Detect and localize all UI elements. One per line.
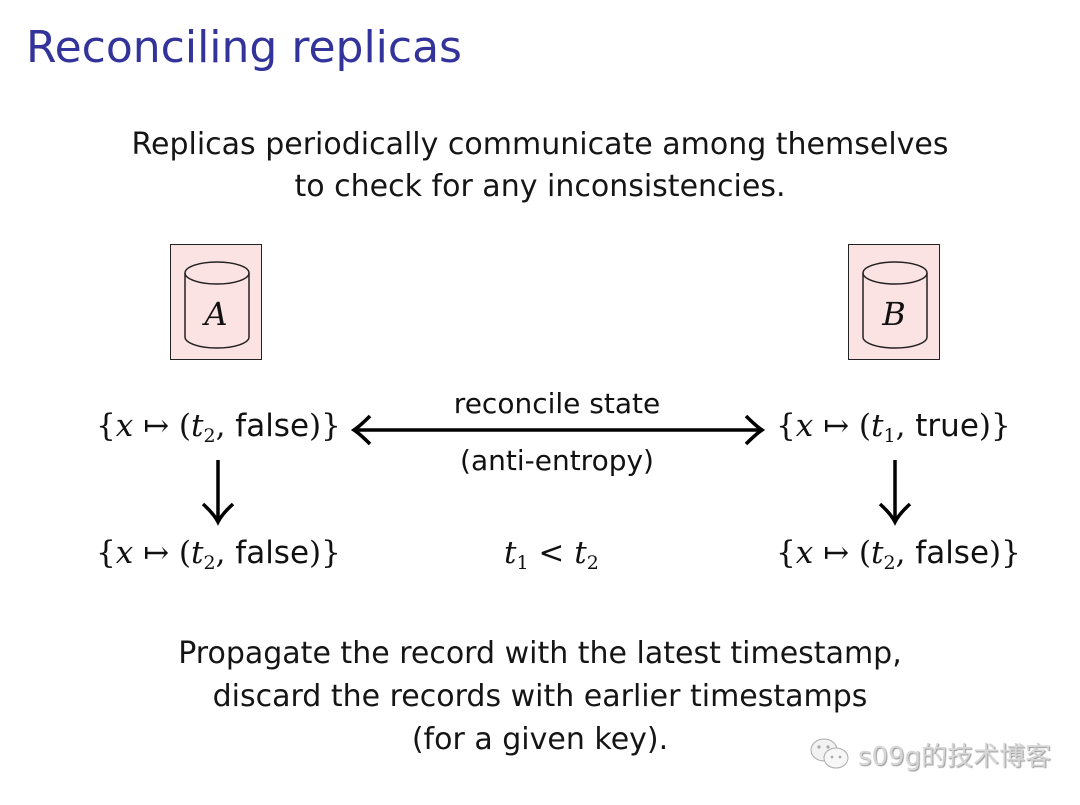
outro-line-2: discard the records with earlier timesta… [212,679,868,714]
wechat-icon [810,738,849,769]
outro-line-1: Propagate the record with the latest tim… [178,636,902,671]
state-a-after: {x ↦ (t2, false)} [96,535,341,574]
replica-b-label: B [882,295,906,333]
state-a-before: {x ↦ (t2, false)} [96,408,341,447]
state-b-before: {x ↦ (t1, true)} [776,408,1011,447]
watermark-text: s09g的技术博客 [858,741,1052,772]
replica-b-database: B [848,244,940,360]
double-arrow-icon [350,414,766,446]
intro-line-2: to check for any inconsistencies. [294,169,786,204]
replica-a-label: A [204,295,228,333]
edge-label-top: reconcile state [453,387,661,420]
outro-text: Propagate the record with the latest tim… [0,632,1080,761]
outro-line-3: (for a given key). [411,722,669,757]
state-b-after: {x ↦ (t2, false)} [776,535,1021,574]
slide-title: Reconciling replicas [26,22,462,73]
edge-label-bottom: (anti-entropy) [460,444,654,477]
watermark: s09g的技术博客 [808,736,1051,772]
database-cylinder-icon [184,261,250,349]
timestamp-condition: t1 < t2 [504,535,599,574]
replica-a-database: A [170,244,262,360]
down-arrow-icon [878,460,912,526]
intro-line-1: Replicas periodically communicate among … [131,127,949,162]
database-cylinder-icon [862,261,928,349]
down-arrow-icon [201,460,235,526]
intro-text: Replicas periodically communicate among … [0,124,1080,208]
